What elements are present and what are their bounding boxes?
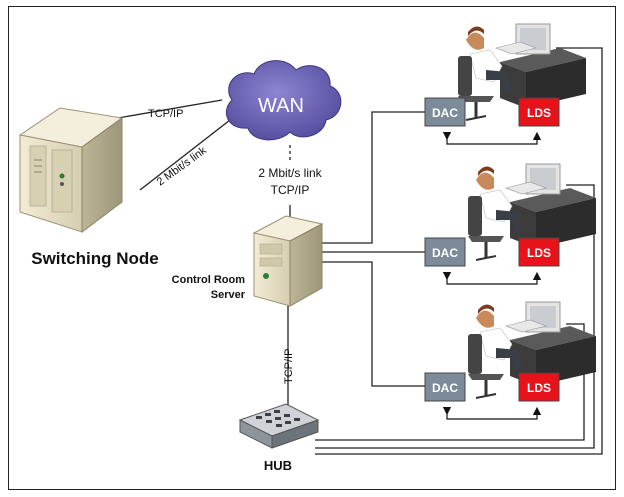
dac-lds-link-2 <box>442 271 542 285</box>
dac-label-1: DAC <box>432 106 458 120</box>
dac-box-3: DAC <box>424 372 466 402</box>
control-room-server-icon <box>252 215 324 307</box>
link-node-wan-2mbit <box>139 119 231 191</box>
lds-box-1: LDS <box>518 97 560 127</box>
workstation-2 <box>468 163 596 261</box>
link-ws3-hub <box>315 323 585 441</box>
link-2mbit-left-label: 2 Mbit/s link <box>155 144 209 188</box>
tcpip-top-label: TCP/IP <box>148 108 183 120</box>
hub-label: HUB <box>264 458 292 473</box>
link-ws1-hub <box>315 47 603 455</box>
lds-label-3: LDS <box>527 381 551 395</box>
hub-icon <box>238 403 320 449</box>
tcpip-center-label: TCP/IP <box>271 183 310 197</box>
switching-node-server-icon <box>18 107 124 233</box>
lds-box-2: LDS <box>518 237 560 267</box>
workstation-3 <box>468 301 596 399</box>
link-server-dac-3 <box>322 261 425 387</box>
workstation-3-boxes: DAC LDS <box>424 372 560 420</box>
dac-label-2: DAC <box>432 246 458 260</box>
control-room-label-line1: Control Room <box>172 274 246 286</box>
link-node-wan-tcpip <box>117 99 223 119</box>
lds-label-1: LDS <box>527 106 551 120</box>
lds-box-3: LDS <box>518 372 560 402</box>
lds-label-2: LDS <box>527 246 551 260</box>
wan-cloud-icon <box>226 60 342 141</box>
switching-node-label: Switching Node <box>31 249 159 268</box>
dac-lds-link-3 <box>442 406 542 420</box>
dac-label-3: DAC <box>432 381 458 395</box>
dac-box-2: DAC <box>424 237 466 267</box>
link-server-dac-1 <box>322 111 425 244</box>
tcpip-vertical-label: TCP/IP <box>283 349 295 384</box>
control-room-label-line2: Server <box>211 289 246 301</box>
operator-desk-icon-3 <box>468 301 596 399</box>
operator-desk-icon-1 <box>458 23 586 121</box>
dac-box-1: DAC <box>424 97 466 127</box>
operator-desk-icon-2 <box>468 163 596 261</box>
connection-lines <box>117 47 603 455</box>
dac-lds-link-1 <box>442 131 542 145</box>
workstation-2-boxes: DAC LDS <box>424 237 560 285</box>
wan-label: WAN <box>258 95 304 117</box>
link-2mbit-center-label: 2 Mbit/s link <box>258 166 322 180</box>
link-ws2-hub <box>315 184 595 449</box>
workstation-1: DAC LDS <box>424 23 586 145</box>
